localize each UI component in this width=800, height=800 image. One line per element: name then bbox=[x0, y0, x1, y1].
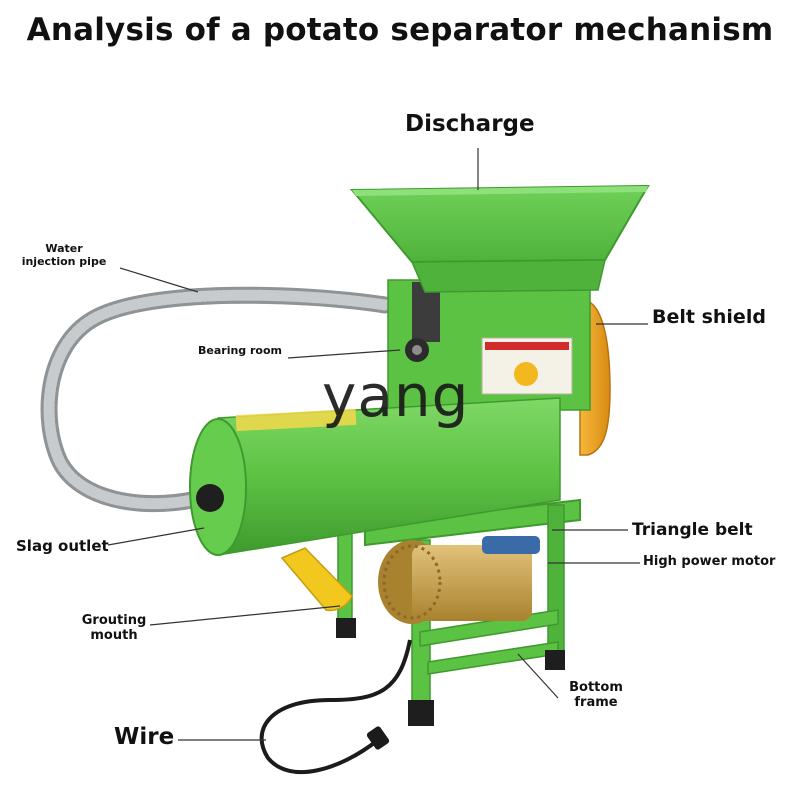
leader-bottom-frame bbox=[517, 653, 559, 699]
grouting-mouth bbox=[280, 547, 353, 612]
label-discharge: Discharge bbox=[405, 111, 535, 137]
leader-bearing-room bbox=[287, 349, 401, 359]
label-grouting-mouth: Grouting mouth bbox=[76, 613, 152, 644]
label-bottom-frame: Bottom frame bbox=[560, 680, 632, 711]
label-wire: Wire bbox=[114, 724, 175, 750]
label-water-injection-pipe-line1: Water bbox=[45, 242, 83, 255]
label-grouting-mouth-line2: mouth bbox=[90, 627, 138, 643]
discharge-hopper bbox=[349, 184, 650, 293]
label-bearing-room: Bearing room bbox=[198, 344, 282, 357]
power-cable bbox=[259, 639, 412, 774]
label-belt-shield: Belt shield bbox=[652, 306, 766, 328]
label-bottom-frame-line1: Bottom bbox=[569, 680, 623, 695]
high-power-motor bbox=[378, 536, 540, 624]
label-triangle-belt: Triangle belt bbox=[632, 520, 753, 540]
watermark: yang bbox=[322, 362, 470, 430]
diagram-title: Analysis of a potato separator mechanism bbox=[26, 12, 774, 48]
water-injection-hose bbox=[40, 286, 394, 513]
leader-slag-outlet bbox=[107, 527, 205, 546]
main-drum bbox=[189, 397, 561, 556]
leader-water-injection-pipe bbox=[119, 267, 199, 293]
label-bottom-frame-line2: frame bbox=[574, 694, 618, 710]
label-water-injection-pipe: Water injection pipe bbox=[18, 242, 110, 268]
label-water-injection-pipe-line2: injection pipe bbox=[21, 254, 107, 268]
label-slag-outlet: Slag outlet bbox=[16, 537, 109, 555]
leader-lines bbox=[107, 148, 648, 741]
label-high-power-motor: High power motor bbox=[643, 554, 776, 569]
label-grouting-mouth-line1: Grouting bbox=[81, 613, 147, 628]
leader-grouting-mouth bbox=[149, 605, 341, 626]
